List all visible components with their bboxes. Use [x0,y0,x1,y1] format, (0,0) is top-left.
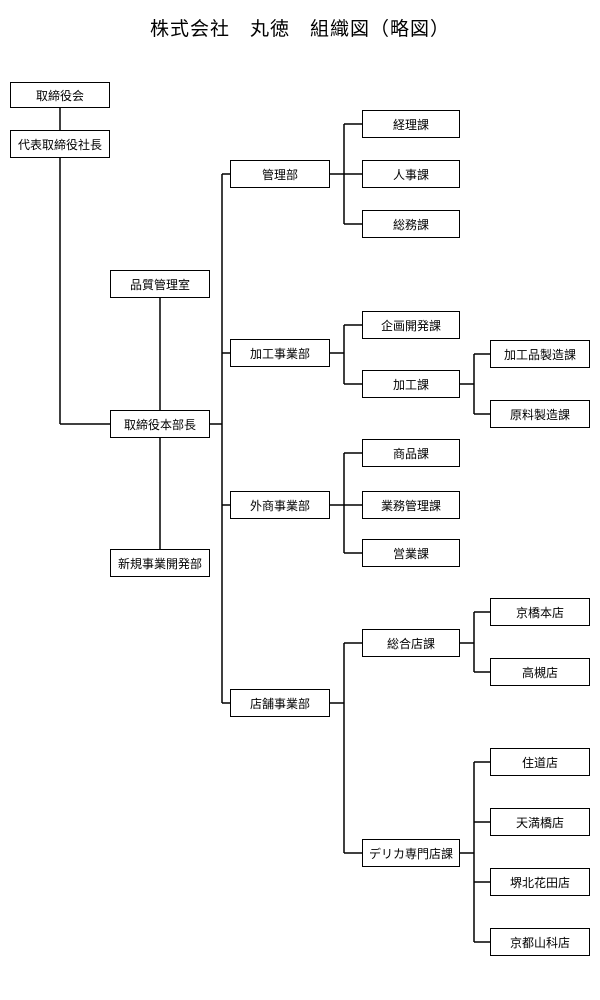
node-sales: 営業課 [362,539,460,567]
node-tenmabashi: 天満橋店 [490,808,590,836]
node-kyobashi-main: 京橋本店 [490,598,590,626]
chart-title: 株式会社 丸徳 組織図（略図） [149,18,450,40]
node-sakai-kitahanada: 堺北花田店 [490,868,590,896]
node-store-dept: 店舗事業部 [230,689,330,717]
node-board: 取締役会 [10,82,110,108]
node-exec-director: 取締役本部長 [110,410,210,438]
node-admin-dept: 管理部 [230,160,330,188]
node-general-affairs: 総務課 [362,210,460,238]
node-processing-section: 加工課 [362,370,460,398]
node-hr: 人事課 [362,160,460,188]
node-president: 代表取締役社長 [10,130,110,158]
node-processed-mfg: 加工品製造課 [490,340,590,368]
node-new-business-dept: 新規事業開発部 [110,549,210,577]
node-trade-dept: 外商事業部 [230,491,330,519]
node-general-store: 総合店課 [362,629,460,657]
node-business-mgmt: 業務管理課 [362,491,460,519]
node-planning-dev: 企画開発課 [362,311,460,339]
node-quality-office: 品質管理室 [110,270,210,298]
node-kyoto-yamashina: 京都山科店 [490,928,590,956]
node-sumimichi: 住道店 [490,748,590,776]
node-products: 商品課 [362,439,460,467]
node-accounting: 経理課 [362,110,460,138]
node-raw-mfg: 原料製造課 [490,400,590,428]
node-takatsuki: 高槻店 [490,658,590,686]
node-processing-dept: 加工事業部 [230,339,330,367]
node-deli-store: デリカ専門店課 [362,839,460,867]
